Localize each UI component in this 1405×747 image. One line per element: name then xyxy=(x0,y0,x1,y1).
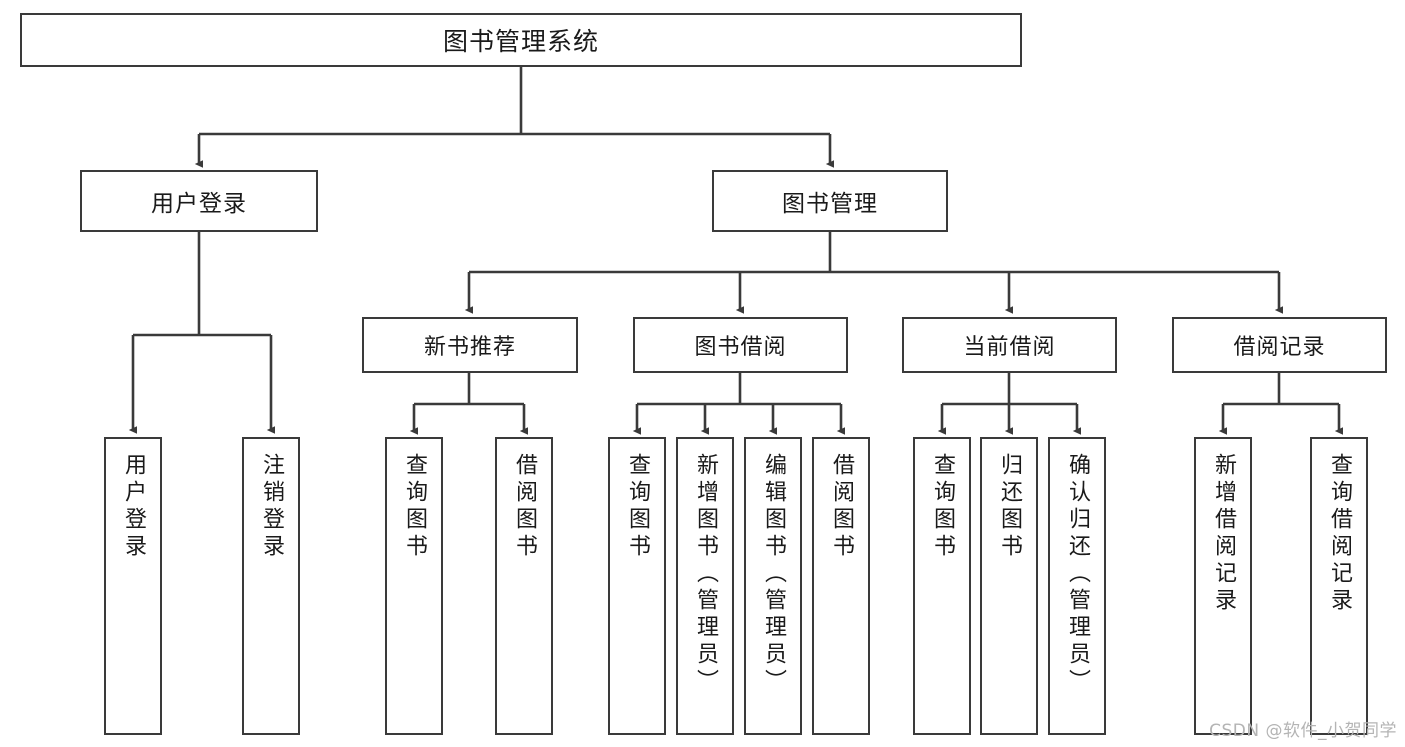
watermark: CSDN @软件_小贺同学 xyxy=(1209,721,1397,741)
node-leaf-user-login[interactable]: 用户登录 xyxy=(104,437,162,735)
node-leaf-edit-book-label: 编辑图书（管理员） xyxy=(761,453,786,696)
node-leaf-user-logout-label: 注销登录 xyxy=(259,453,284,561)
node-book-borrow[interactable]: 图书借阅 xyxy=(633,317,848,373)
node-leaf-confirm-return-label: 确认归还（管理员） xyxy=(1065,453,1090,696)
node-leaf-query-book-2-label: 查询图书 xyxy=(625,453,650,561)
node-book-borrow-label: 图书借阅 xyxy=(694,335,787,360)
node-leaf-return-book[interactable]: 归还图书 xyxy=(980,437,1038,735)
node-leaf-borrow-book-1-label: 借阅图书 xyxy=(512,453,537,561)
node-new-book-rec-label: 新书推荐 xyxy=(423,335,516,360)
node-leaf-query-book-3[interactable]: 查询图书 xyxy=(913,437,971,735)
node-borrow-record[interactable]: 借阅记录 xyxy=(1172,317,1387,373)
node-leaf-user-login-label: 用户登录 xyxy=(121,453,146,561)
node-user-login-label: 用户登录 xyxy=(151,191,247,217)
node-leaf-query-book-3-label: 查询图书 xyxy=(930,453,955,561)
node-book-manage-label: 图书管理 xyxy=(782,191,878,217)
node-leaf-user-logout[interactable]: 注销登录 xyxy=(242,437,300,735)
node-current-borrow[interactable]: 当前借阅 xyxy=(902,317,1117,373)
node-borrow-record-label: 借阅记录 xyxy=(1233,335,1326,360)
node-leaf-borrow-book-2[interactable]: 借阅图书 xyxy=(812,437,870,735)
node-leaf-return-book-label: 归还图书 xyxy=(997,453,1022,561)
node-leaf-add-record[interactable]: 新增借阅记录 xyxy=(1194,437,1252,735)
node-leaf-query-book-1-label: 查询图书 xyxy=(402,453,427,561)
node-leaf-edit-book[interactable]: 编辑图书（管理员） xyxy=(744,437,802,735)
node-leaf-borrow-book-2-label: 借阅图书 xyxy=(829,453,854,561)
node-leaf-confirm-return[interactable]: 确认归还（管理员） xyxy=(1048,437,1106,735)
node-user-login[interactable]: 用户登录 xyxy=(80,170,318,232)
node-current-borrow-label: 当前借阅 xyxy=(963,335,1056,360)
node-leaf-query-book-1[interactable]: 查询图书 xyxy=(385,437,443,735)
node-leaf-add-book-label: 新增图书（管理员） xyxy=(693,453,718,696)
node-leaf-borrow-book-1[interactable]: 借阅图书 xyxy=(495,437,553,735)
node-leaf-query-record-label: 查询借阅记录 xyxy=(1327,453,1352,615)
node-root[interactable]: 图书管理系统 xyxy=(20,13,1022,67)
node-leaf-add-record-label: 新增借阅记录 xyxy=(1211,453,1236,615)
node-root-label: 图书管理系统 xyxy=(442,27,599,56)
node-book-manage[interactable]: 图书管理 xyxy=(712,170,948,232)
node-leaf-query-record[interactable]: 查询借阅记录 xyxy=(1310,437,1368,735)
node-new-book-rec[interactable]: 新书推荐 xyxy=(362,317,578,373)
node-leaf-query-book-2[interactable]: 查询图书 xyxy=(608,437,666,735)
node-leaf-add-book[interactable]: 新增图书（管理员） xyxy=(676,437,734,735)
